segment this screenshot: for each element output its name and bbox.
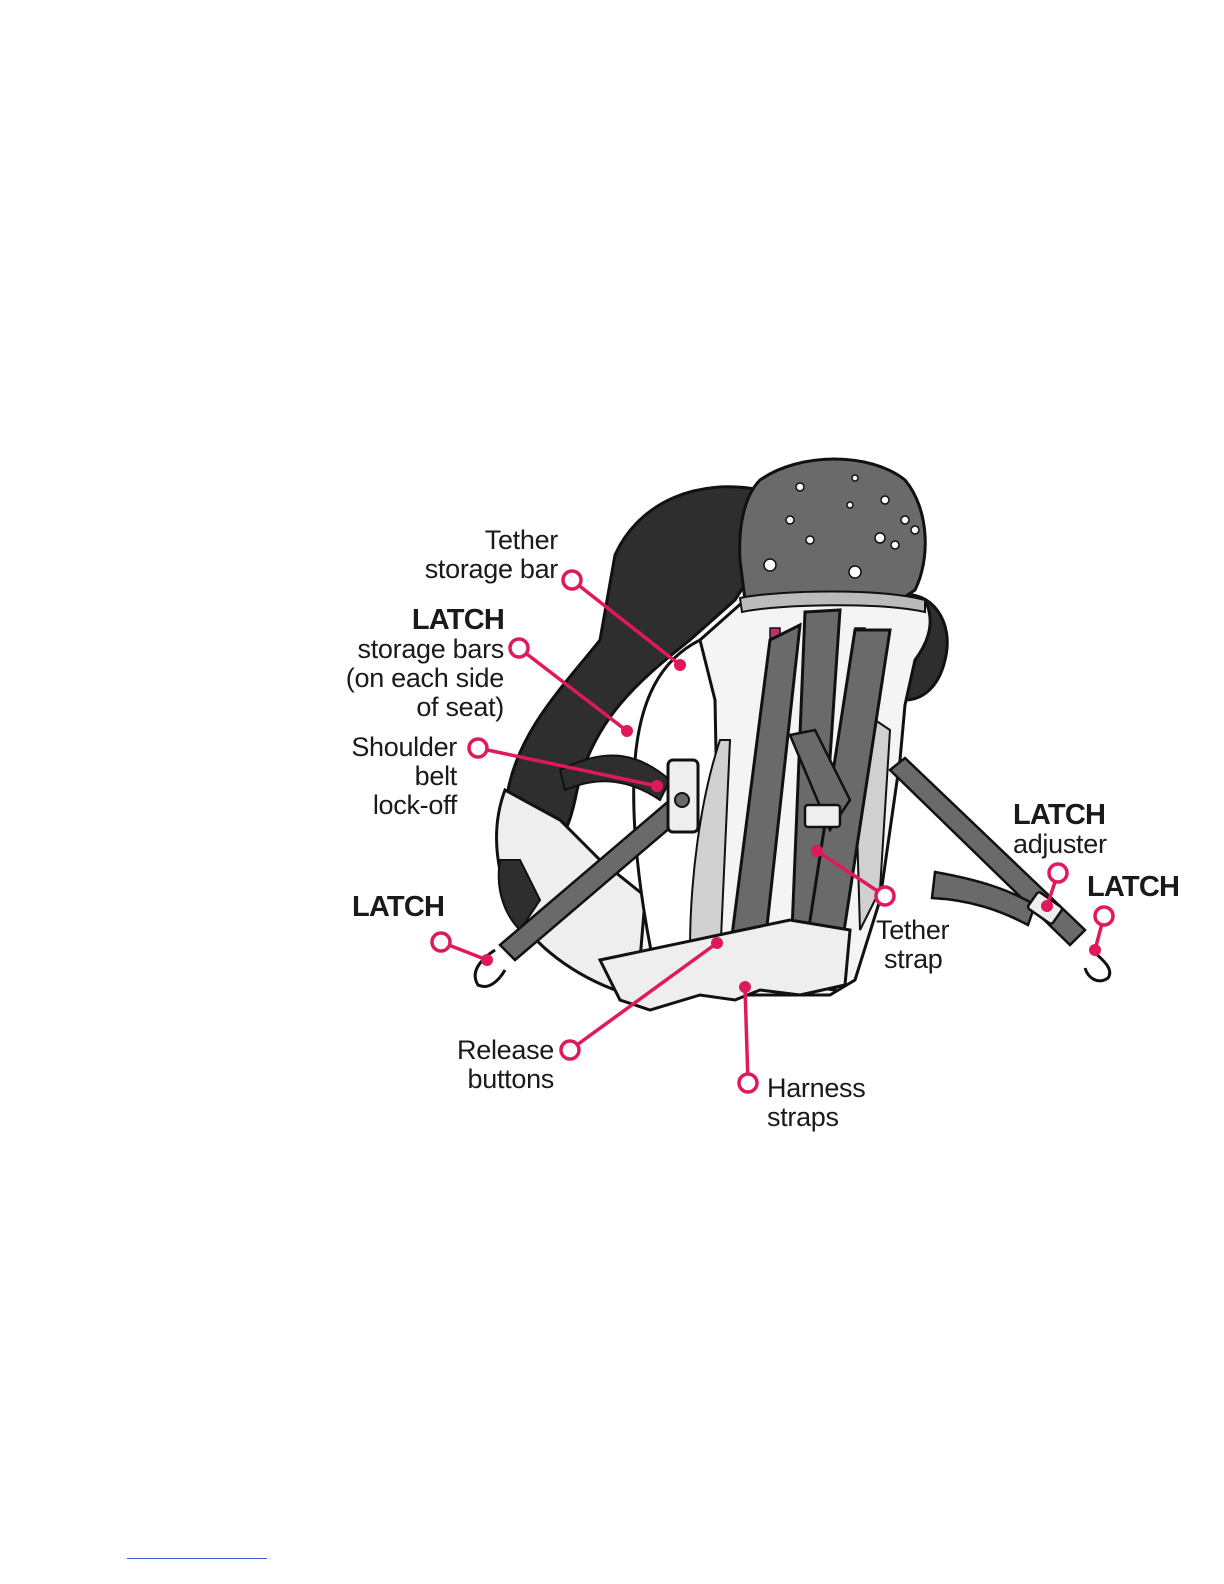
footnote-rule <box>127 1558 267 1559</box>
label-latch-right: LATCH <box>1087 873 1179 902</box>
headrest <box>740 459 926 600</box>
label-tether-storage-bar: Tether storage bar <box>425 526 558 584</box>
label-tether-strap: Tether strap <box>876 916 949 974</box>
label-harness-straps: Harness straps <box>767 1074 865 1132</box>
label-latch-adjuster: LATCH adjuster <box>1013 801 1107 859</box>
label-release-buttons: Release buttons <box>457 1036 554 1094</box>
label-latch-left: LATCH <box>352 893 444 922</box>
tether-buckle <box>805 805 840 827</box>
label-latch-storage-bars: LATCH storage bars (on each side of seat… <box>346 606 504 722</box>
label-shoulder-belt-lock-off: Shoulder belt lock-off <box>351 733 457 820</box>
